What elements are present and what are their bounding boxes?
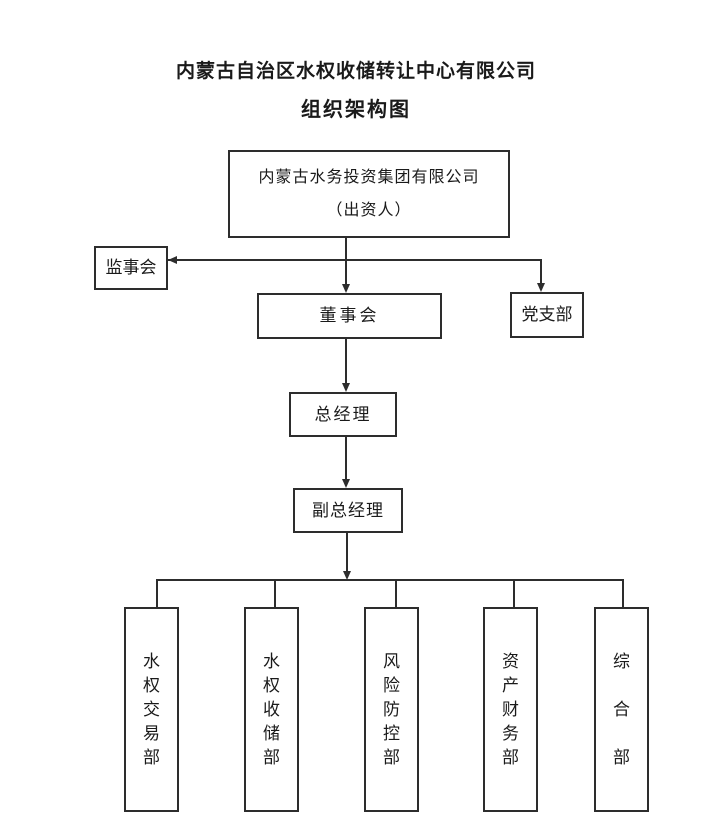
- connector-deputy-to-departments: [346, 533, 348, 572]
- arrowhead-down-deputy-general-manager: [342, 479, 350, 488]
- dept-label: 风险防控部: [383, 651, 400, 768]
- dept-label: 水权交易部: [143, 651, 160, 768]
- connector-investor-to-board: [345, 238, 347, 285]
- node-investor-name: 内蒙古水务投资集团有限公司: [258, 168, 480, 186]
- dept-label: 资产财务部: [502, 651, 519, 768]
- connector-general-manager-to-deputy: [345, 437, 347, 480]
- node-deputy-general-manager: 副总经理: [293, 488, 403, 533]
- node-board-of-directors: 董事会: [257, 293, 442, 339]
- node-investor-role: （出资人）: [326, 201, 412, 219]
- connector-drop-to-party-branch: [540, 259, 542, 285]
- document-title: 内蒙古自治区水权收储转让中心有限公司: [175, 61, 536, 82]
- node-investor: 内蒙古水务投资集团有限公司 （出资人）: [228, 150, 510, 238]
- dept-label: 综合部: [613, 651, 630, 768]
- document-subtitle: 组织架构图: [301, 99, 411, 121]
- node-dept-general-affairs: 综合部: [594, 607, 649, 812]
- arrowhead-down-party-branch: [537, 283, 545, 292]
- connector-stub-dept-5: [622, 579, 624, 608]
- connector-stub-dept-3: [395, 579, 397, 608]
- arrowhead-left-supervisory-board: [168, 256, 177, 264]
- connector-departments-crossbar: [156, 579, 623, 581]
- node-dept-assets-finance: 资产财务部: [483, 607, 538, 812]
- node-supervisory-board: 监事会: [94, 246, 168, 290]
- connector-stub-dept-4: [513, 579, 515, 608]
- node-party-branch: 党支部: [510, 292, 584, 338]
- connector-stub-dept-1: [156, 579, 158, 608]
- connector-board-to-general-manager: [345, 339, 347, 384]
- node-dept-water-rights-storage: 水权收储部: [244, 607, 299, 812]
- arrowhead-down-board: [342, 284, 350, 293]
- connector-supervisory-party-crossbar: [168, 259, 542, 261]
- node-general-manager: 总经理: [289, 392, 397, 437]
- node-dept-risk-control: 风险防控部: [364, 607, 419, 812]
- node-dept-water-rights-trading: 水权交易部: [124, 607, 179, 812]
- arrowhead-down-departments-crossbar: [343, 571, 351, 580]
- arrowhead-down-general-manager: [342, 383, 350, 392]
- dept-label: 水权收储部: [263, 651, 280, 768]
- connector-stub-dept-2: [274, 579, 276, 608]
